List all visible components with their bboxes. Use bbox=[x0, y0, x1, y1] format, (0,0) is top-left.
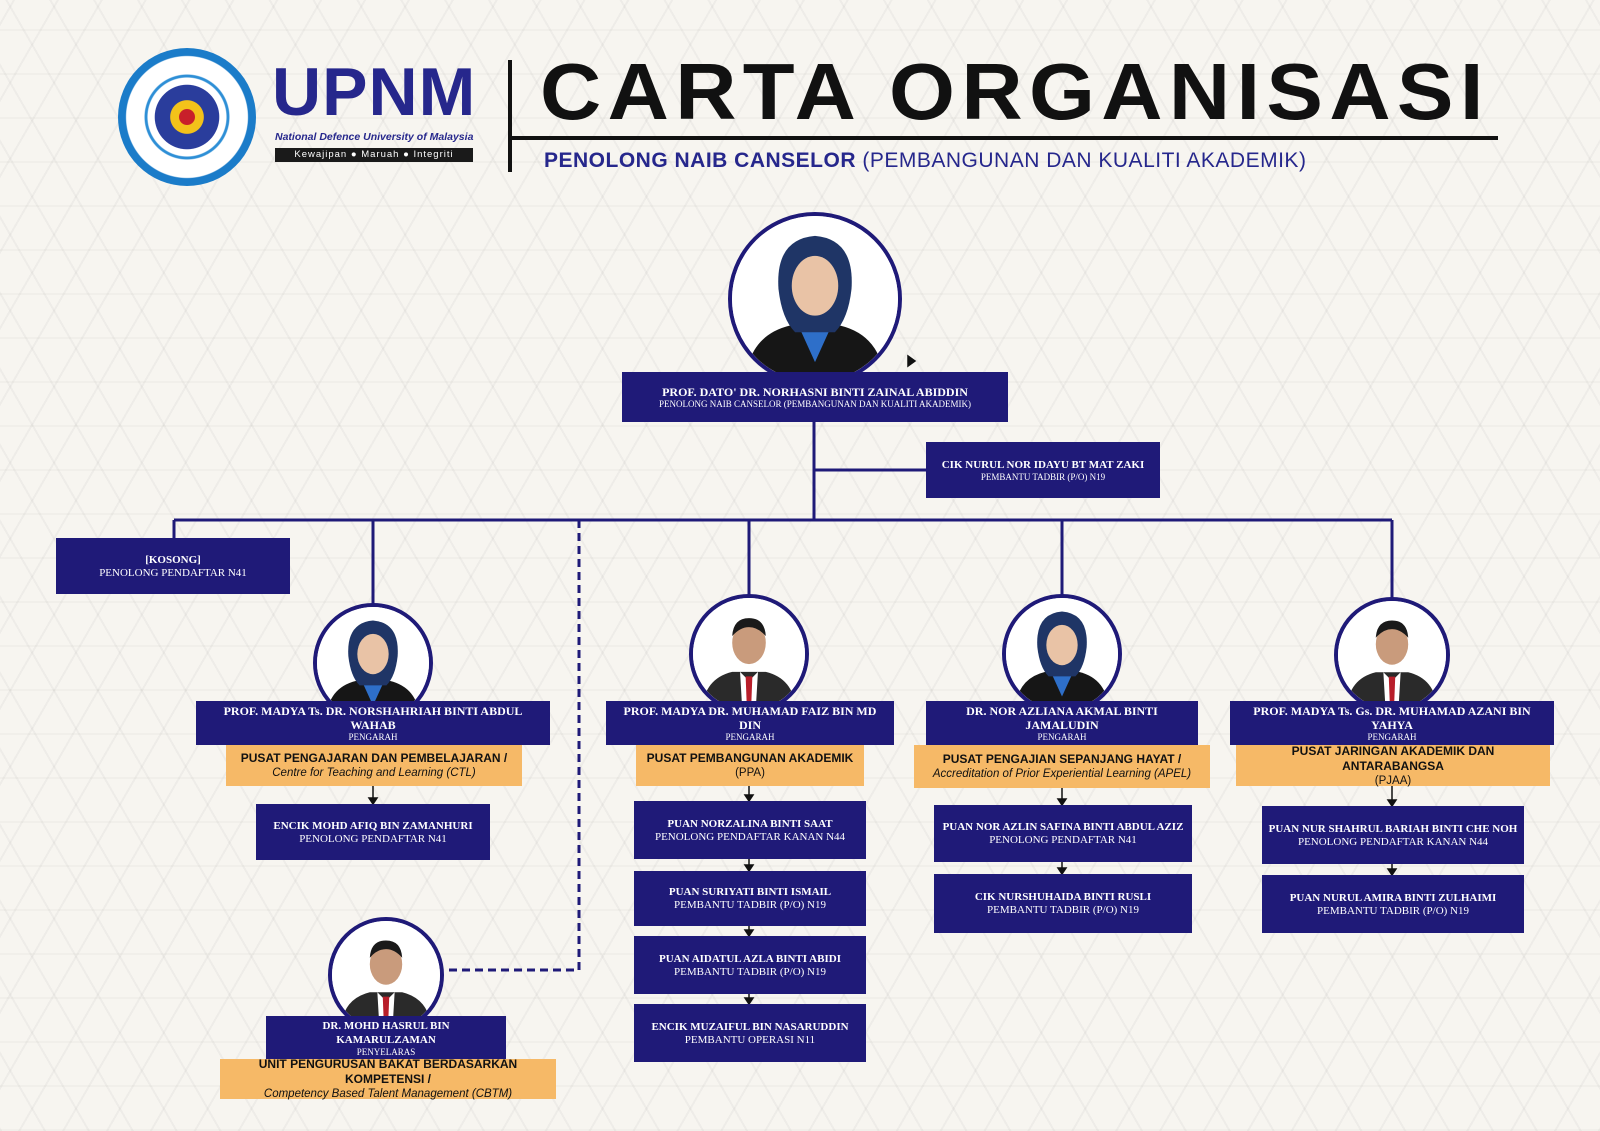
vacant-position: PENOLONG PENDAFTAR N41 bbox=[99, 566, 247, 579]
ctl-staff-1-position: PENOLONG PENDAFTAR N41 bbox=[299, 832, 447, 845]
box-ppa-staff-2: PUAN SURIYATI BINTI ISMAIL PEMBANTU TADB… bbox=[634, 871, 866, 926]
brand-subtitle: National Defence University of Malaysia bbox=[275, 131, 474, 143]
vacant-name: [KOSONG] bbox=[145, 553, 201, 566]
box-ctl-head: PROF. MADYA Ts. DR. NORSHAHRIAH BINTI AB… bbox=[196, 701, 550, 745]
ctl-head-position: PENGARAH bbox=[348, 732, 398, 742]
apel-head-name: DR. NOR AZLIANA AKMAL BINTI JAMALUDIN bbox=[966, 704, 1158, 732]
ppa-staff-4-name: ENCIK MUZAIFUL BIN NASARUDDIN bbox=[651, 1020, 849, 1033]
seal-emblem-icon bbox=[148, 78, 226, 156]
box-ctl-staff-1: ENCIK MOHD AFIQ BIN ZAMANHURI PENOLONG P… bbox=[256, 804, 490, 860]
box-apel-staff-1: PUAN NOR AZLIN SAFINA BINTI ABDUL AZIZ P… bbox=[934, 805, 1192, 862]
ppa-staff-1-position: PENOLONG PENDAFTAR KANAN N44 bbox=[654, 830, 846, 843]
pjaa-head-name: PROF. MADYA Ts. Gs. DR. MUHAMAD AZANI BI… bbox=[1253, 704, 1531, 732]
pjaa-staff-2-position: PEMBANTU TADBIR (P/O) N19 bbox=[1316, 904, 1469, 917]
cbtm-unit-name: UNIT PENGURUSAN BAKAT BERDASARKAN KOMPET… bbox=[258, 1057, 518, 1086]
unit-apel: PUSAT PENGAJIAN SEPANJANG HAYAT / Accred… bbox=[914, 745, 1210, 788]
box-pjaa-staff-2: PUAN NURUL AMIRA BINTI ZULHAIMI PEMBANTU… bbox=[1262, 875, 1524, 933]
ppa-unit-name: PUSAT PEMBANGUNAN AKADEMIK bbox=[646, 751, 854, 765]
assistant-position: PEMBANTU TADBIR (P/O) N19 bbox=[980, 472, 1106, 482]
photo-cbtm-head bbox=[328, 917, 444, 1033]
ppa-staff-2-name: PUAN SURIYATI BINTI ISMAIL bbox=[668, 886, 832, 898]
unit-ppa: PUSAT PEMBANGUNAN AKADEMIK (PPA) bbox=[636, 745, 864, 786]
ppa-head-position: PENGARAH bbox=[725, 732, 775, 742]
assistant-name: CIK NURUL NOR IDAYU BT MAT ZAKI bbox=[941, 459, 1145, 471]
apel-staff-2-name: CIK NURSHUHAIDA BINTI RUSLI bbox=[974, 891, 1152, 903]
title-underline bbox=[508, 136, 1498, 140]
apel-head-position: PENGARAH bbox=[1037, 732, 1087, 742]
box-apel-staff-2: CIK NURSHUHAIDA BINTI RUSLI PEMBANTU TAD… bbox=[934, 874, 1192, 933]
ppa-staff-4-position: PEMBANTU OPERASI N11 bbox=[684, 1033, 816, 1046]
pjaa-unit-name: PUSAT JARINGAN AKADEMIK DAN ANTARABANGSA bbox=[1291, 743, 1495, 773]
box-assistant: CIK NURUL NOR IDAYU BT MAT ZAKI PEMBANTU… bbox=[926, 442, 1160, 498]
top-position: PENOLONG NAIB CANSELOR (PEMBANGUNAN DAN … bbox=[659, 399, 971, 409]
cbtm-unit-sub: Competency Based Talent Management (CBTM… bbox=[263, 1088, 513, 1100]
box-vacant: [KOSONG] PENOLONG PENDAFTAR N41 bbox=[56, 538, 290, 594]
unit-cbtm: UNIT PENGURUSAN BAKAT BERDASARKAN KOMPET… bbox=[220, 1057, 556, 1100]
unit-pjaa: PUSAT JARINGAN AKADEMIK DAN ANTARABANGSA… bbox=[1236, 743, 1550, 787]
box-apel-head: DR. NOR AZLIANA AKMAL BINTI JAMALUDIN PE… bbox=[926, 701, 1198, 745]
pjaa-head-position: PENGARAH bbox=[1367, 732, 1417, 742]
ppa-unit-sub: (PPA) bbox=[735, 767, 765, 779]
photo-ppa-head bbox=[689, 594, 809, 714]
brand-motto: Kewajipan ● Maruah ● Integriti bbox=[275, 148, 473, 162]
apel-unit-name: PUSAT PENGAJIAN SEPANJANG HAYAT / bbox=[942, 752, 1182, 766]
pjaa-unit-sub: (PJAA) bbox=[1374, 774, 1412, 787]
photo-apel-head bbox=[1002, 594, 1122, 714]
box-ppa-head: PROF. MADYA DR. MUHAMAD FAIZ BIN MD DIN … bbox=[606, 701, 894, 745]
top-name: PROF. DATO' DR. NORHASNI BINTI ZAINAL AB… bbox=[662, 385, 968, 399]
box-pjaa-staff-1: PUAN NUR SHAHRUL BARIAH BINTI CHE NOH PE… bbox=[1262, 806, 1524, 864]
box-pjaa-head: PROF. MADYA Ts. Gs. DR. MUHAMAD AZANI BI… bbox=[1230, 701, 1554, 745]
ctl-head-name: PROF. MADYA Ts. DR. NORSHAHRIAH BINTI AB… bbox=[223, 704, 523, 732]
ppa-staff-3-position: PEMBANTU TADBIR (P/O) N19 bbox=[673, 965, 826, 978]
cbtm-head-position: PENYELARAS bbox=[356, 1046, 416, 1057]
apel-unit-sub: Accreditation of Prior Experiential Lear… bbox=[932, 768, 1192, 780]
ctl-staff-1-name: ENCIK MOHD AFIQ BIN ZAMANHURI bbox=[273, 819, 473, 832]
box-top: PROF. DATO' DR. NORHASNI BINTI ZAINAL AB… bbox=[622, 372, 1008, 422]
ppa-staff-1-name: PUAN NORZALINA BINTI SAAT bbox=[667, 817, 833, 830]
brand-name: UPNM bbox=[272, 54, 477, 130]
photo-top bbox=[728, 212, 902, 386]
pjaa-staff-1-name: PUAN NUR SHAHRUL BARIAH BINTI CHE NOH bbox=[1268, 822, 1518, 835]
apel-staff-1-name: PUAN NOR AZLIN SAFINA BINTI ABDUL AZIZ bbox=[942, 821, 1184, 833]
subtitle-rest: (PEMBANGUNAN DAN KUALITI AKADEMIK) bbox=[862, 149, 1307, 172]
ppa-staff-3-name: PUAN AIDATUL AZLA BINTI ABIDI bbox=[659, 952, 841, 965]
apel-staff-2-position: PEMBANTU TADBIR (P/O) N19 bbox=[986, 904, 1139, 916]
page-title: CARTA ORGANISASI bbox=[540, 47, 1490, 136]
header-divider bbox=[508, 60, 512, 172]
apel-staff-1-position: PENOLONG PENDAFTAR N41 bbox=[989, 834, 1137, 846]
unit-ctl: PUSAT PENGAJARAN DAN PEMBELAJARAN / Cent… bbox=[226, 745, 522, 786]
box-ppa-staff-3: PUAN AIDATUL AZLA BINTI ABIDI PEMBANTU T… bbox=[634, 936, 866, 994]
ppa-staff-2-position: PEMBANTU TADBIR (P/O) N19 bbox=[673, 899, 826, 911]
box-ppa-staff-1: PUAN NORZALINA BINTI SAAT PENOLONG PENDA… bbox=[634, 801, 866, 859]
photo-pjaa-head bbox=[1334, 597, 1450, 713]
pjaa-staff-2-name: PUAN NURUL AMIRA BINTI ZULHAIMI bbox=[1289, 891, 1497, 904]
ctl-unit-name: PUSAT PENGAJARAN DAN PEMBELAJARAN / bbox=[240, 751, 508, 765]
box-ppa-staff-4: ENCIK MUZAIFUL BIN NASARUDDIN PEMBANTU O… bbox=[634, 1004, 866, 1062]
page-subtitle: PENOLONG NAIB CANSELOR (PEMBANGUNAN DAN … bbox=[544, 149, 1306, 173]
ctl-unit-sub: Centre for Teaching and Learning (CTL) bbox=[272, 767, 476, 779]
subtitle-bold: PENOLONG NAIB CANSELOR bbox=[544, 149, 857, 172]
box-cbtm-head: DR. MOHD HASRUL BIN KAMARULZAMAN PENYELA… bbox=[266, 1016, 506, 1059]
cbtm-head-name: DR. MOHD HASRUL BIN KAMARULZAMAN bbox=[322, 1019, 450, 1046]
ppa-head-name: PROF. MADYA DR. MUHAMAD FAIZ BIN MD DIN bbox=[623, 704, 877, 732]
pjaa-staff-1-position: PENOLONG PENDAFTAR KANAN N44 bbox=[1297, 835, 1489, 848]
